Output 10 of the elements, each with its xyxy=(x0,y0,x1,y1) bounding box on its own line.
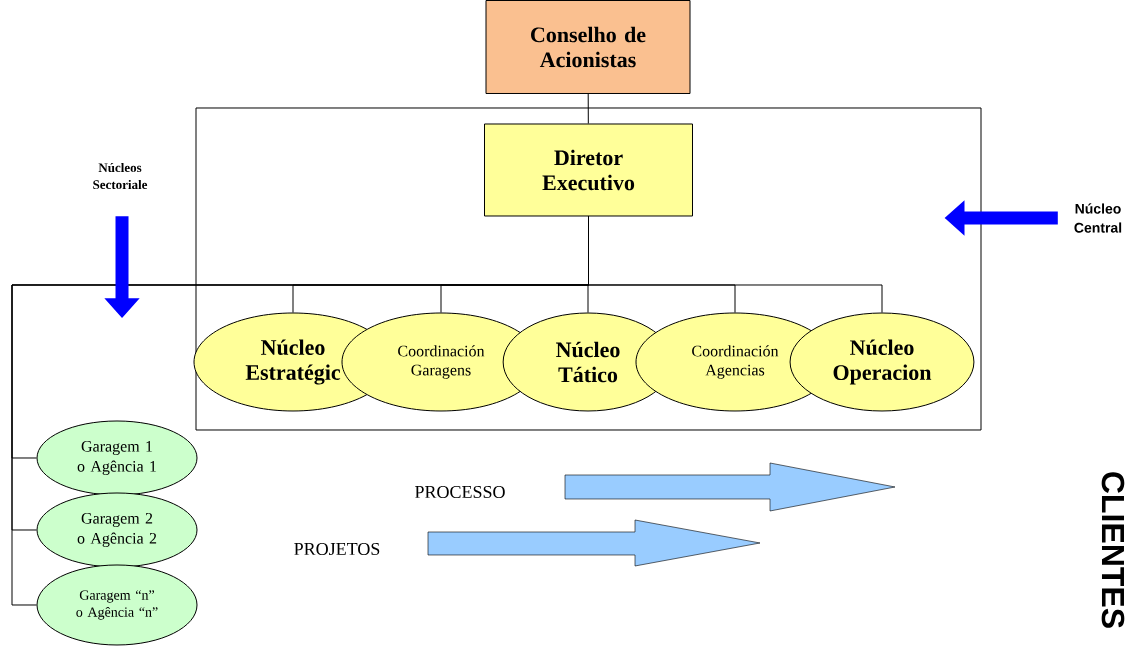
caption-text: Núcleos Sectoriale xyxy=(93,162,148,190)
director-box: Diretor Executivo xyxy=(484,123,693,217)
side-label: CLIENTES xyxy=(1101,472,1125,628)
group-frame xyxy=(195,107,982,431)
process-label: PROCESSO xyxy=(415,485,505,499)
board-box: Conselho de Acionistas xyxy=(485,0,691,94)
connector-line xyxy=(11,216,589,606)
caption-text: Núcleo Central xyxy=(1074,203,1122,233)
connector-line xyxy=(587,93,589,124)
process-label: PROJETOS xyxy=(294,542,380,556)
